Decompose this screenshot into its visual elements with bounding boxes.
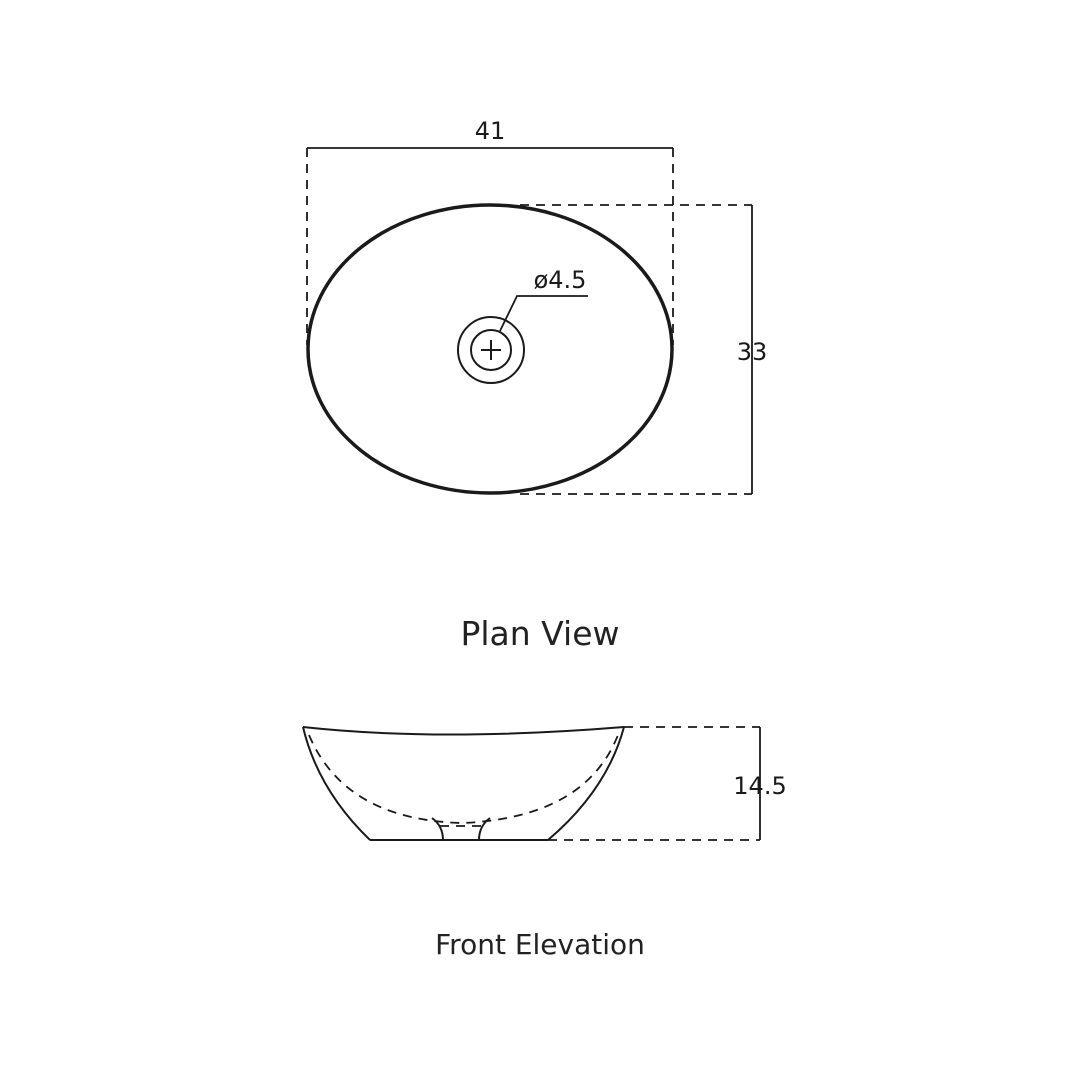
front-elevation-caption: Front Elevation — [435, 928, 645, 961]
basin-left-side — [302, 726, 371, 841]
basin-inner-bowl-hidden — [308, 734, 619, 824]
waste-fitting-right — [478, 817, 491, 841]
basin-right-side — [547, 726, 625, 841]
waste-fitting-left — [431, 817, 444, 841]
drain-leader-line — [499, 295, 588, 332]
plan-view: 41 33 ø4.5 — [306, 117, 768, 495]
drain-outer-circle — [457, 316, 525, 384]
plan-view-caption: Plan View — [460, 614, 620, 653]
front-elevation: 14.5 — [302, 726, 787, 841]
height-dimension-label: 14.5 — [733, 772, 786, 800]
basin-outer-profile — [302, 726, 625, 736]
drain-inner-circle — [470, 329, 512, 371]
width-dimension-label: 41 — [475, 117, 506, 145]
drain-dimension-label: ø4.5 — [534, 266, 587, 294]
depth-dimension-label: 33 — [737, 338, 768, 366]
basin-rim-outline — [306, 203, 674, 495]
